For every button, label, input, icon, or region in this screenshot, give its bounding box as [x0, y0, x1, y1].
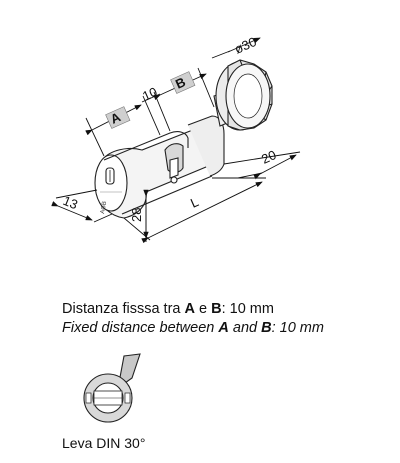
- lever-caption: Leva DIN 30°: [62, 435, 146, 451]
- caption-it-prefix: Distanza fisssa tra: [62, 301, 185, 317]
- cylinder-marking: AGB: [100, 201, 108, 215]
- label-tab-a: [105, 106, 131, 129]
- caption-en-middle: and: [228, 320, 262, 336]
- cylinder-body: [94, 115, 225, 219]
- label-tab-b: [170, 71, 196, 94]
- caption-en-suffix: : 10 mm: [271, 320, 324, 336]
- dimension-height: 28: [129, 208, 144, 222]
- caption-it-a: A: [184, 301, 195, 317]
- lever-din30-drawing: [83, 353, 141, 423]
- caption-en-prefix: Fixed distance between: [62, 320, 219, 336]
- caption-english: Fixed distance between A and B: 10 mm: [62, 320, 324, 336]
- thumb-turn-knob: [213, 59, 273, 131]
- dimension-cam-offset: 20: [259, 147, 278, 167]
- dimension-gap: 10: [140, 84, 159, 104]
- dimension-diameter: ø30: [232, 34, 259, 57]
- caption-en-a: A: [218, 320, 229, 336]
- dimension-length: L: [188, 194, 201, 211]
- caption-it-b: B: [211, 301, 222, 317]
- caption-it-middle: e: [194, 301, 212, 317]
- caption-it-suffix: : 10 mm: [221, 301, 274, 317]
- caption-italian: Distanza fisssa tra A e B: 10 mm: [62, 301, 274, 317]
- caption-en-b: B: [261, 320, 272, 336]
- dimension-width: 13: [61, 193, 80, 212]
- dimension-lines: [51, 37, 301, 244]
